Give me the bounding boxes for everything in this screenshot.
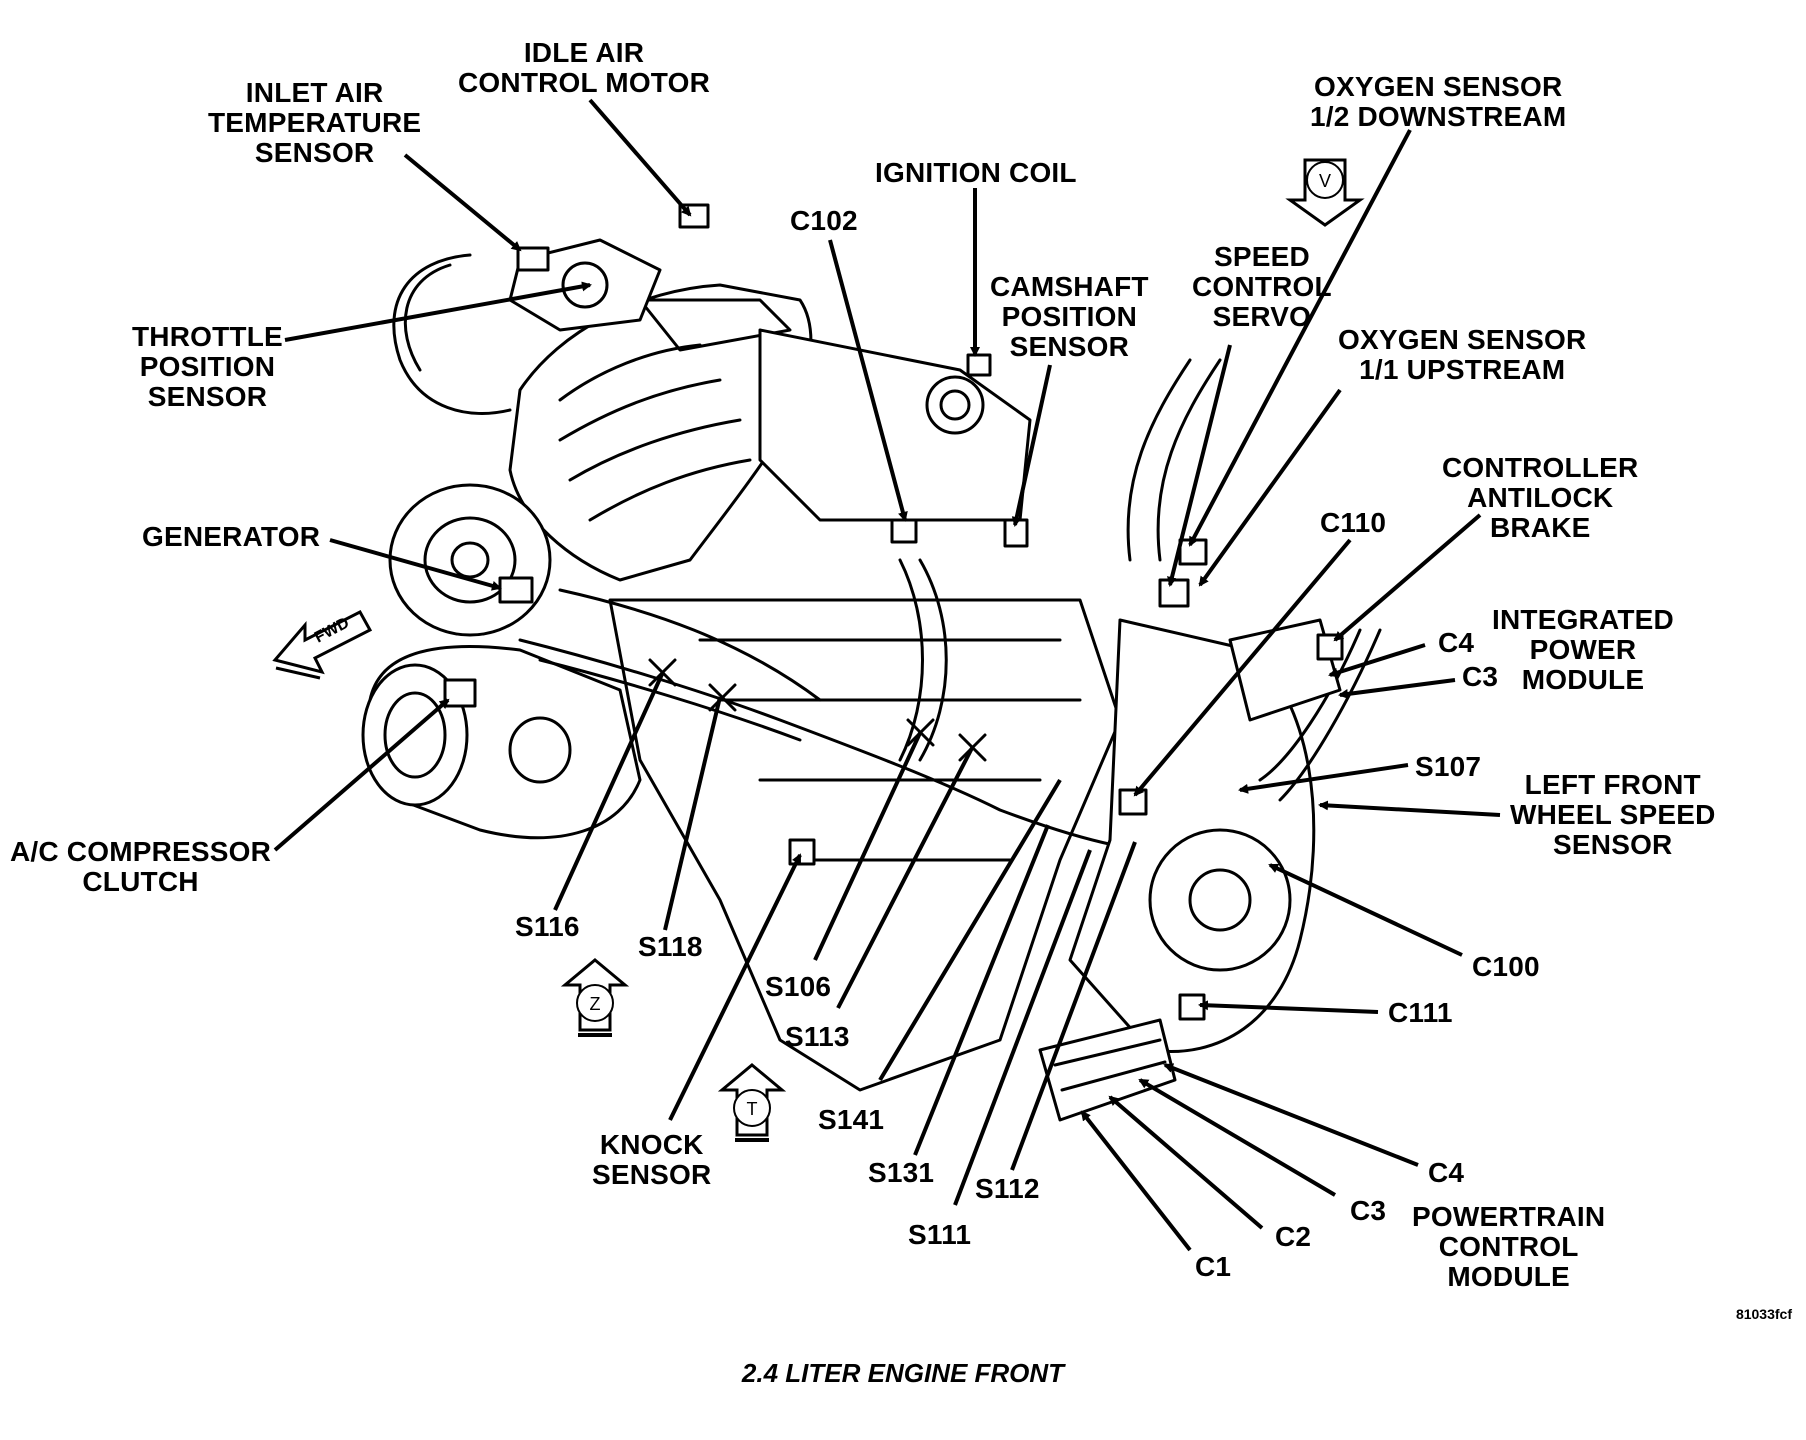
cab-connector bbox=[1316, 633, 1344, 661]
leader-s111 bbox=[953, 849, 1092, 1206]
leader-s116 bbox=[553, 671, 665, 911]
label-oxygen-sensor-upstream: OXYGEN SENSOR 1/1 UPSTREAM bbox=[1338, 324, 1587, 385]
view-t-arrow-icon bbox=[717, 1063, 787, 1142]
label-c1-pcm: C1 bbox=[1195, 1251, 1232, 1282]
label-inlet-air-temperature-sensor: INLET AIR TEMPERATURE SENSOR bbox=[208, 77, 422, 168]
label-c100: C100 bbox=[1472, 951, 1540, 982]
leader-c111 bbox=[1198, 1000, 1379, 1014]
leader-c1-pcm bbox=[1080, 1110, 1192, 1252]
figure-id: 81033fcf bbox=[1735, 1306, 1792, 1322]
label-idle-air-control-motor: IDLE AIR CONTROL MOTOR bbox=[458, 37, 711, 98]
leader-c4-pcm bbox=[1163, 1063, 1419, 1167]
label-c3-ipm: C3 bbox=[1462, 661, 1499, 692]
label-left-front-wheel-speed-sensor: LEFT FRONT WHEEL SPEED SENSOR bbox=[1510, 769, 1716, 860]
label-c4-pcm: C4 bbox=[1428, 1157, 1465, 1188]
leader-s112 bbox=[1010, 841, 1137, 1171]
label-integrated-power-module: INTEGRATED POWER MODULE bbox=[1492, 604, 1674, 695]
label-s111: S111 bbox=[908, 1219, 972, 1250]
leader-c100 bbox=[1268, 863, 1463, 957]
air-inlet-hose bbox=[392, 253, 512, 415]
leader-c102 bbox=[828, 239, 908, 522]
label-camshaft-position-sensor: CAMSHAFT POSITION SENSOR bbox=[990, 271, 1149, 362]
leader-c3-ipm bbox=[1338, 678, 1456, 699]
label-s141: S141 bbox=[818, 1104, 885, 1135]
leader-knock-sensor bbox=[668, 853, 802, 1121]
label-c3-pcm: C3 bbox=[1350, 1195, 1387, 1226]
label-generator: GENERATOR bbox=[142, 521, 321, 552]
view-v-label: V bbox=[1319, 171, 1331, 191]
leader-generator bbox=[329, 538, 502, 591]
label-throttle-position-sensor: THROTTLE POSITION SENSOR bbox=[132, 321, 283, 412]
leader-c3-pcm bbox=[1138, 1078, 1337, 1197]
leader-c4-ipm bbox=[1328, 643, 1426, 678]
label-s113: S113 bbox=[785, 1021, 850, 1052]
label-s112: S112 bbox=[975, 1173, 1040, 1204]
label-s131: S131 bbox=[868, 1157, 935, 1188]
leader-s113 bbox=[836, 747, 974, 1009]
label-s107: S107 bbox=[1415, 751, 1482, 782]
leader-left-front-wheel bbox=[1318, 800, 1501, 817]
label-oxygen-sensor-downstream: OXYGEN SENSOR 1/2 DOWNSTREAM bbox=[1310, 71, 1567, 132]
label-s116: S116 bbox=[515, 911, 580, 942]
leader-ac-clutch bbox=[273, 698, 450, 852]
leader-o2-downstream bbox=[1188, 129, 1412, 547]
label-c4-ipm: C4 bbox=[1438, 627, 1475, 658]
label-speed-control-servo: SPEED CONTROL SERVO bbox=[1192, 241, 1332, 332]
label-powertrain-control-module: POWERTRAIN CONTROL MODULE bbox=[1412, 1201, 1606, 1292]
label-ac-compressor-clutch: A/C COMPRESSOR CLUTCH bbox=[10, 836, 272, 897]
label-knock-sensor: KNOCK SENSOR bbox=[592, 1129, 712, 1190]
leader-throttle-position bbox=[284, 281, 592, 342]
leader-s131 bbox=[913, 824, 1050, 1156]
leader-s141 bbox=[878, 778, 1062, 1082]
iat-connector bbox=[516, 246, 550, 272]
leader-idle-air bbox=[588, 98, 692, 217]
fwd-arrow-icon bbox=[272, 610, 373, 680]
leader-o2-upstream bbox=[1198, 388, 1342, 587]
view-v-arrow-icon bbox=[1285, 158, 1365, 227]
leader-s118 bbox=[663, 696, 722, 931]
leader-camshaft bbox=[1011, 364, 1052, 527]
view-z-label: Z bbox=[590, 994, 601, 1014]
leader-speed-control bbox=[1167, 344, 1232, 587]
label-c102: C102 bbox=[790, 205, 858, 236]
leader-inlet-air-temp bbox=[403, 153, 522, 252]
label-ignition-coil: IGNITION COIL bbox=[875, 157, 1077, 188]
oil-cap bbox=[925, 375, 985, 435]
label-c2-pcm: C2 bbox=[1275, 1221, 1312, 1252]
figure-caption: 2.4 LITER ENGINE FRONT bbox=[741, 1358, 1065, 1388]
leader-s106 bbox=[813, 732, 922, 961]
leader-controller-antilock bbox=[1333, 513, 1482, 642]
leader-c110 bbox=[1133, 538, 1352, 797]
label-c110: C110 bbox=[1320, 507, 1387, 538]
ac-clutch-connector bbox=[443, 678, 477, 708]
label-c111: C111 bbox=[1388, 997, 1453, 1028]
label-controller-antilock-brake: CONTROLLER ANTILOCK BRAKE bbox=[1442, 452, 1639, 543]
view-t-label: T bbox=[747, 1099, 758, 1119]
view-z-arrow-icon bbox=[560, 958, 630, 1037]
coolant-hose bbox=[1126, 358, 1192, 562]
label-s106: S106 bbox=[765, 971, 832, 1002]
label-s118: S118 bbox=[638, 931, 703, 962]
leader-c2-pcm bbox=[1108, 1095, 1264, 1230]
leader-s107 bbox=[1238, 763, 1409, 794]
